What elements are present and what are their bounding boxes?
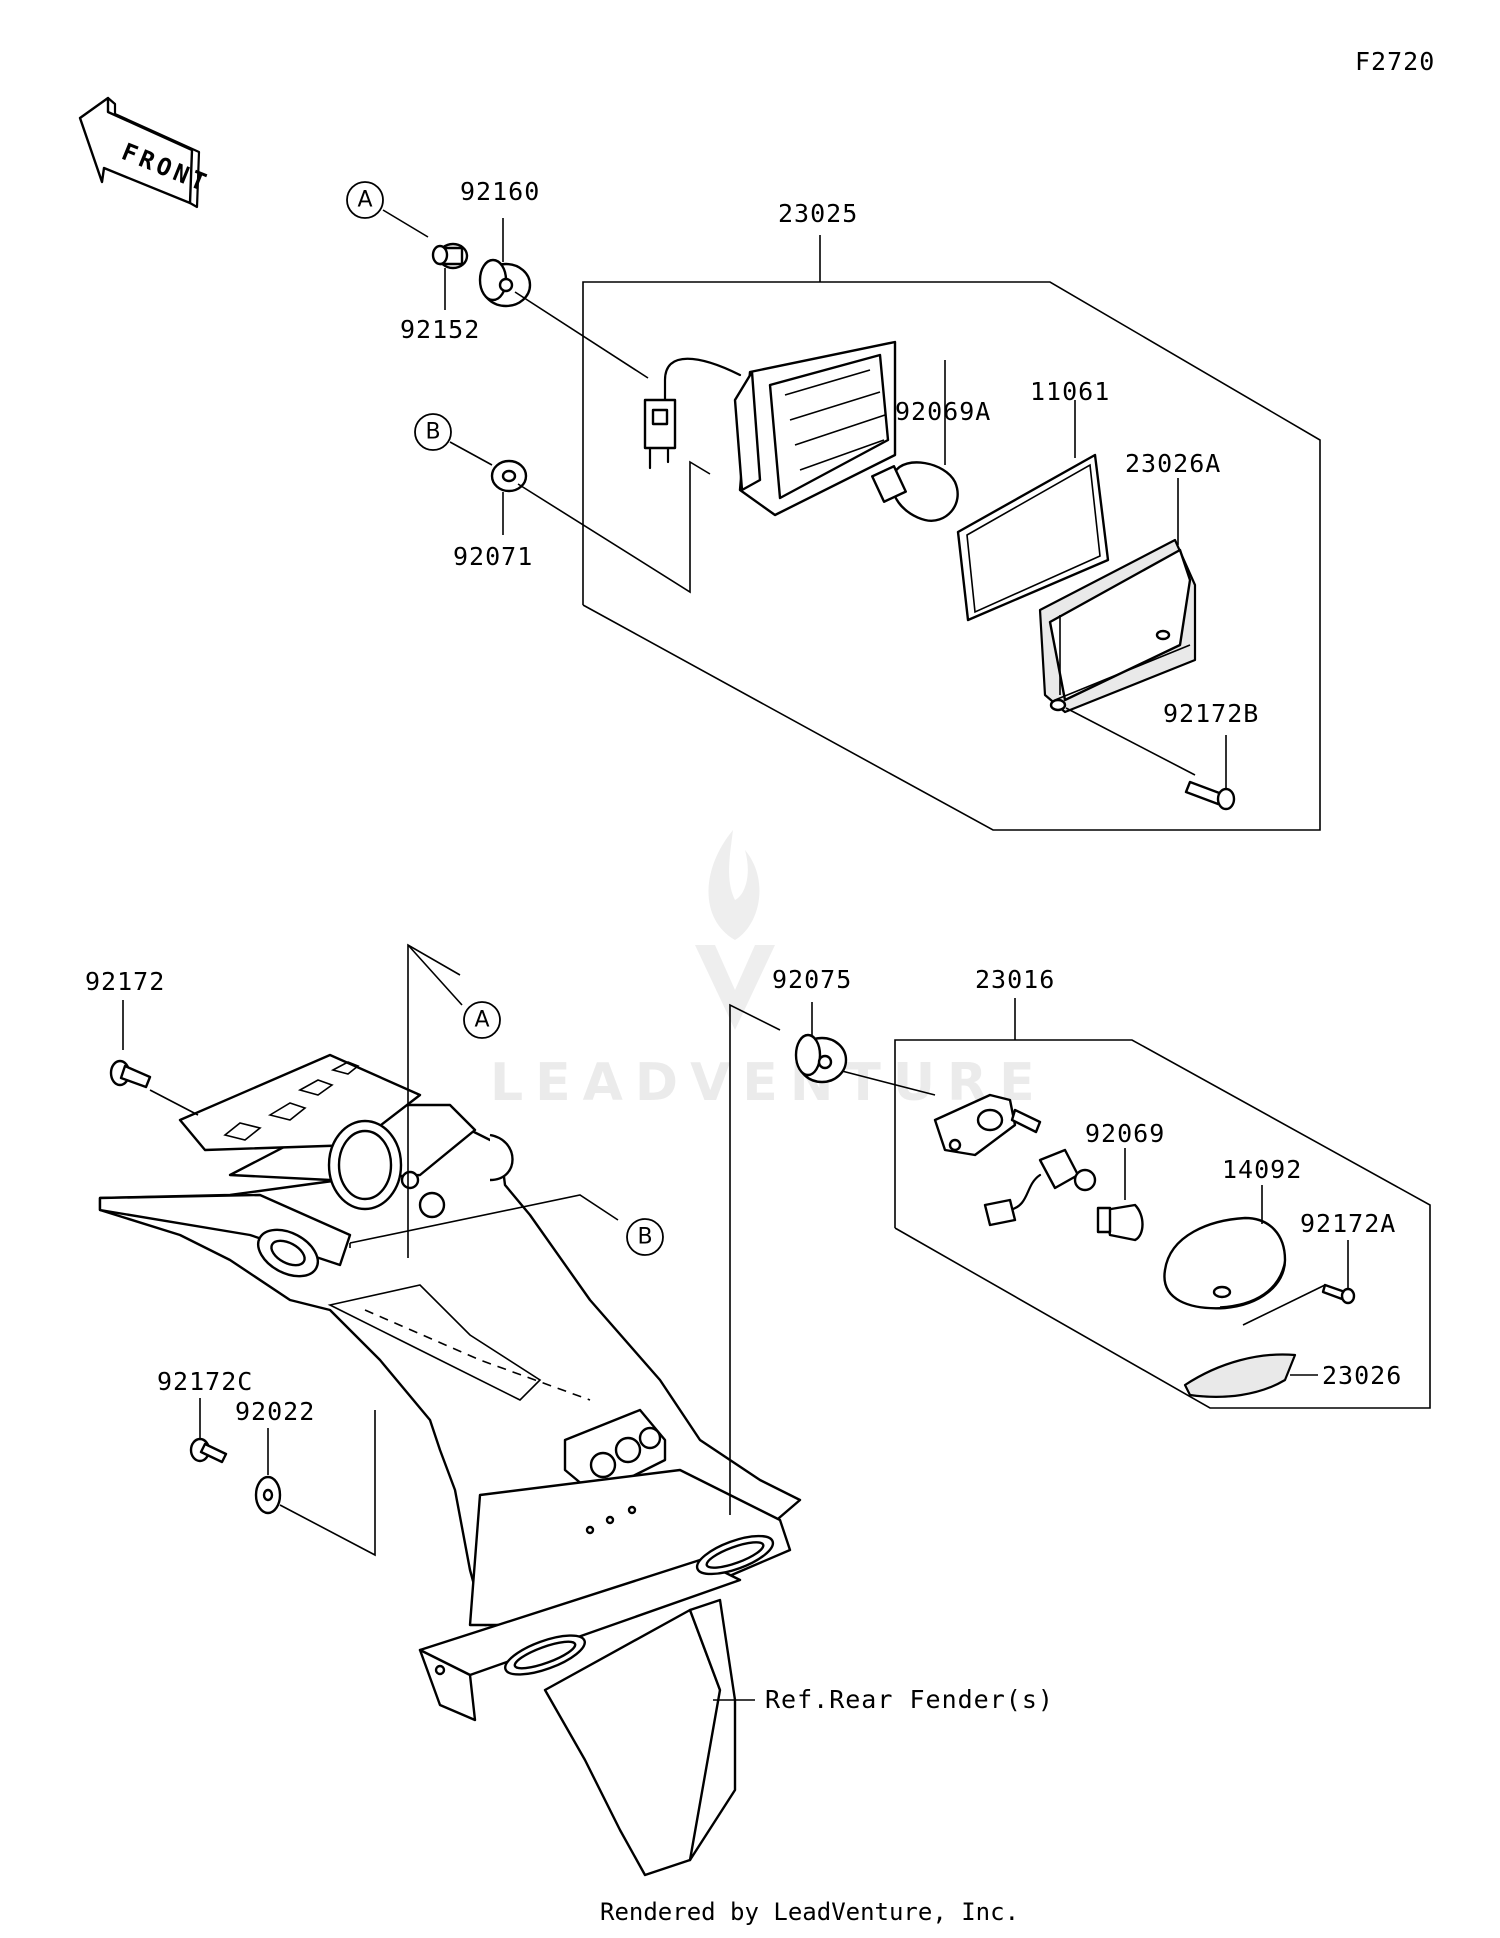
label-ref-rear-fender: Ref.Rear Fender(s) [765,1685,1054,1714]
callout-a-lower-label: A [474,1008,489,1033]
watermark: LEADVENTURE [490,830,1047,1113]
label-92069A: 92069A [895,397,991,426]
callout-b-label: B [425,420,440,445]
lens-23026A [1038,538,1197,714]
front-arrow-icon: FRONT [78,96,214,209]
label-92172C: 92172C [157,1367,253,1396]
screw-92172C [189,1437,228,1464]
license-light-group [894,998,1431,1409]
callout-b-lower [626,1218,664,1256]
lens-cover-14092 [1163,1216,1287,1310]
watermark-flame-icon [708,830,760,940]
callout-b [414,413,452,451]
tail-light-housing [643,340,897,517]
label-92152: 92152 [400,315,480,344]
tail-light-group: A B [346,181,1321,831]
label-11061: 11061 [1030,377,1110,406]
grommet-92075 [794,1033,848,1084]
label-92069: 92069 [1085,1119,1165,1148]
part-labels: 92160 92152 23025 92069A 11061 23026A 92… [85,177,1402,1714]
label-23026: 23026 [1322,1361,1402,1390]
label-92172B: 92172B [1163,699,1259,728]
label-92075: 92075 [772,965,852,994]
label-23016: 23016 [975,965,1055,994]
fender-group [98,1053,802,1877]
bushing-92152 [431,242,469,270]
callout-a-lower [463,1001,501,1039]
label-92172A: 92172A [1300,1209,1396,1238]
label-92160: 92160 [460,177,540,206]
footer-credit: Rendered by LeadVenture, Inc. [600,1898,1019,1926]
watermark-v-icon [695,945,775,1030]
callout-a [346,181,384,219]
label-92172: 92172 [85,967,165,996]
bulb-92069A [871,461,959,522]
callout-a-label: A [357,188,372,213]
screw-92172A [1321,1283,1356,1305]
grommet-92160 [478,258,532,308]
watermark-text: LEADVENTURE [490,1053,1047,1113]
lens-23026 [1183,1353,1297,1398]
socket-base [933,1093,1042,1157]
washer-92022 [254,1475,282,1515]
label-92071: 92071 [453,542,533,571]
lower-leaders: A B [122,943,936,1701]
label-23025: 23025 [778,199,858,228]
callout-b-lower-label: B [637,1225,652,1250]
label-23026A: 23026A [1125,449,1221,478]
label-14092: 14092 [1222,1155,1302,1184]
screw-92172B [1184,780,1236,811]
socket-wire [983,1148,1097,1227]
bulb-92069 [1096,1203,1144,1242]
diagram-code: F2720 [1355,47,1435,76]
label-92022: 92022 [235,1397,315,1426]
screw-92172 [109,1059,152,1089]
grommet-92071 [490,459,528,493]
gasket-11061 [956,453,1110,622]
